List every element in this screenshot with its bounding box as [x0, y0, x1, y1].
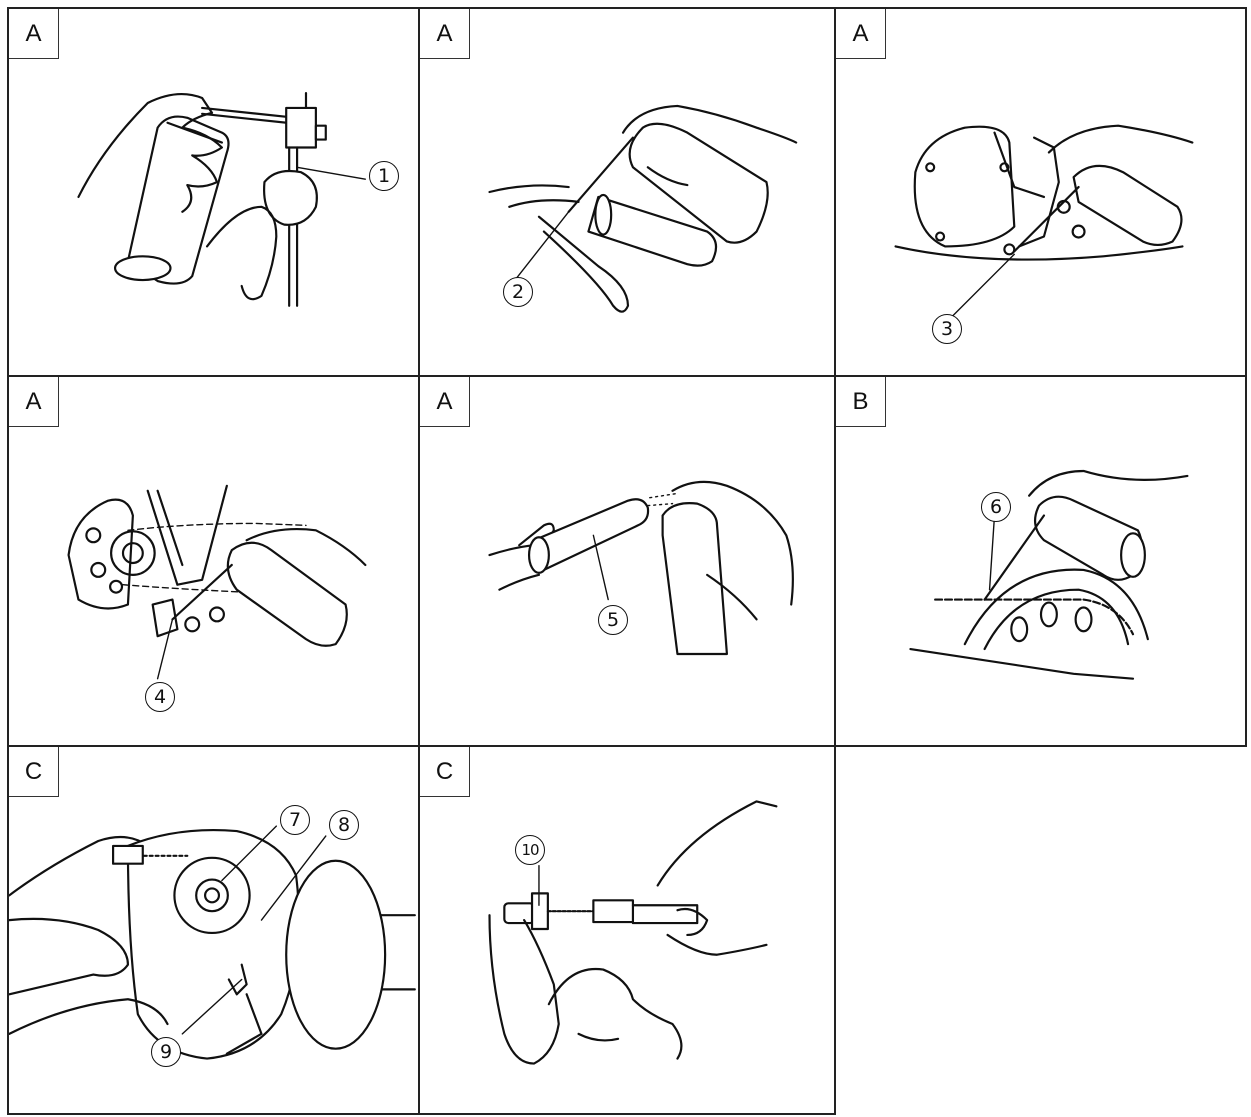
panel-throttle-lube: A 2 [418, 7, 836, 377]
callout-marker: 9 [151, 1037, 181, 1067]
throttle-spray-illustration [488, 104, 798, 313]
callout-marker: 2 [503, 277, 533, 307]
chain-spray-illustration [909, 469, 1189, 680]
panel-tag: A [420, 9, 470, 59]
panel-tag: A [420, 377, 470, 427]
spray-can-cable-illustration [77, 91, 367, 307]
callout-marker: 3 [932, 314, 962, 344]
panel-chain-lube: B 6 [834, 375, 1247, 747]
panel-tag: A [9, 377, 59, 427]
callout-marker: 7 [280, 805, 310, 835]
panel-tag: C [420, 747, 470, 797]
cable-check-illustration [488, 800, 778, 1065]
panel-tag: C [9, 747, 59, 797]
panel-cable-lube-tool: A 1 [7, 7, 420, 377]
callout-marker: 6 [981, 492, 1011, 522]
panel-grip-spray: A 5 [418, 375, 836, 747]
callout-marker: 10 [515, 835, 545, 865]
callout-marker: 4 [145, 682, 175, 712]
panel-throttle-housing: C 7 8 9 [7, 745, 420, 1115]
panel-swingarm-lube: A 4 [7, 375, 420, 747]
swingarm-spray-illustration [67, 484, 367, 680]
callout-marker: 1 [369, 161, 399, 191]
panel-tag: A [836, 9, 886, 59]
panel-cable-check: C 10 [418, 745, 836, 1115]
throttle-housing-illustration [9, 825, 416, 1060]
engine-spray-illustration [894, 124, 1194, 317]
callout-marker: 5 [598, 605, 628, 635]
grip-spray-illustration [488, 480, 794, 656]
panel-tag: B [836, 377, 886, 427]
callout-marker: 8 [329, 810, 359, 840]
panel-tag: A [9, 9, 59, 59]
panel-engine-lube: A 3 [834, 7, 1247, 377]
